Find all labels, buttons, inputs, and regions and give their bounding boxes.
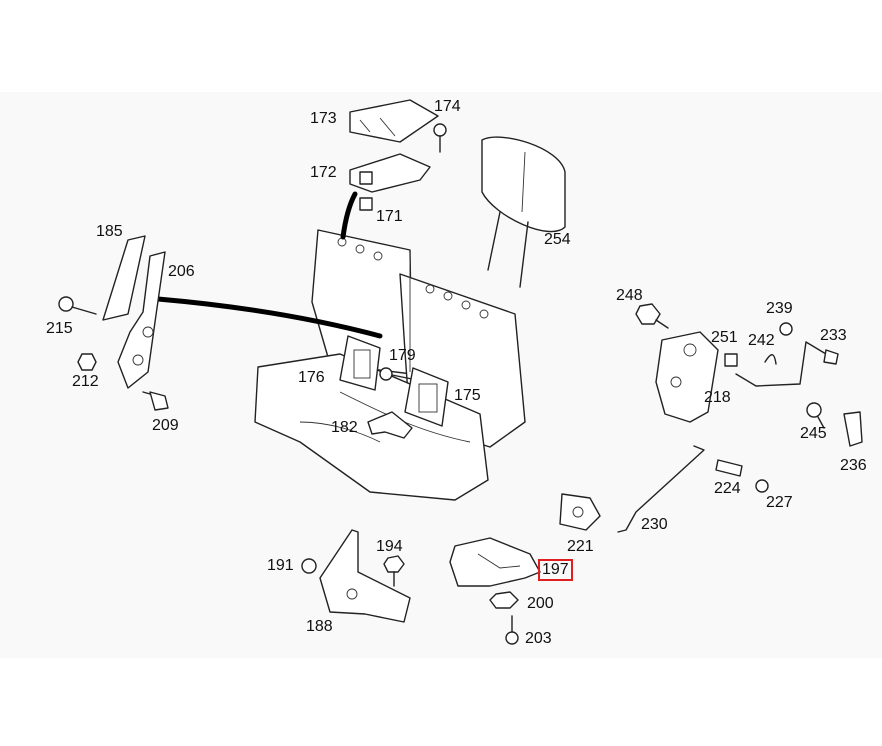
- label-179: 179: [389, 347, 416, 364]
- bracket-182: [367, 411, 413, 439]
- bolt-209: [142, 391, 169, 411]
- rod-233: [735, 341, 839, 387]
- label-221: 221: [567, 538, 594, 555]
- label-209: 209: [152, 417, 179, 434]
- bolt-245: [806, 402, 825, 429]
- clip-171: [359, 197, 373, 211]
- label-218: 218: [704, 389, 731, 406]
- label-224: 224: [714, 480, 741, 497]
- label-185: 185: [96, 223, 123, 240]
- label-176: 176: [298, 369, 325, 386]
- nut-200: [489, 591, 519, 609]
- nut-191: [301, 558, 317, 574]
- label-248: 248: [616, 287, 643, 304]
- grommet-239: [779, 322, 793, 336]
- arrow-hinge: [155, 296, 383, 339]
- label-191: 191: [267, 557, 294, 574]
- bracket-236: [843, 411, 863, 447]
- parts-diagram-canvas: 173 174 172 171 254 185 206 215 212 209 …: [0, 92, 882, 658]
- label-182: 182: [331, 419, 358, 436]
- label-236: 236: [840, 457, 867, 474]
- nut-212: [77, 353, 97, 371]
- label-251: 251: [711, 329, 738, 346]
- label-215: 215: [46, 320, 73, 337]
- screw-174: [433, 123, 447, 153]
- headrest-254: [481, 136, 566, 288]
- label-174: 174: [434, 98, 461, 115]
- exploded-seat-diagram: [58, 99, 863, 645]
- latch-175: [404, 367, 449, 427]
- bracket-188: [319, 529, 411, 623]
- lever-221: [559, 493, 601, 531]
- bolt-248: [635, 303, 669, 329]
- armrest-base-172: [349, 153, 431, 193]
- screw-179: [379, 367, 413, 381]
- label-197-highlighted[interactable]: 197: [538, 559, 573, 581]
- label-233: 233: [820, 327, 847, 344]
- rod-230: [617, 445, 705, 533]
- label-206: 206: [168, 263, 195, 280]
- bolt-203: [505, 615, 519, 645]
- cable-242: [764, 354, 777, 365]
- label-171: 171: [376, 208, 403, 225]
- label-239: 239: [766, 300, 793, 317]
- label-242: 242: [748, 332, 775, 349]
- label-172: 172: [310, 164, 337, 181]
- hinge-assembly-185-206: [102, 235, 166, 389]
- label-200: 200: [527, 595, 554, 612]
- latch-176: [339, 335, 381, 391]
- label-203: 203: [525, 630, 552, 647]
- bolt-215: [58, 296, 97, 315]
- clip-251: [724, 353, 738, 367]
- lock-mechanism-218: [655, 331, 719, 423]
- label-245: 245: [800, 425, 827, 442]
- bolt-194: [383, 555, 405, 587]
- label-173: 173: [310, 110, 337, 127]
- label-254: 254: [544, 231, 571, 248]
- label-212: 212: [72, 373, 99, 390]
- label-230: 230: [641, 516, 668, 533]
- label-227: 227: [766, 494, 793, 511]
- armrest-cover-173: [349, 99, 439, 143]
- washer-227: [755, 479, 769, 493]
- arrow-armrest: [340, 191, 358, 240]
- label-175: 175: [454, 387, 481, 404]
- cover-197: [449, 537, 541, 587]
- label-188: 188: [306, 618, 333, 635]
- bolt-224: [715, 459, 743, 477]
- label-194: 194: [376, 538, 403, 555]
